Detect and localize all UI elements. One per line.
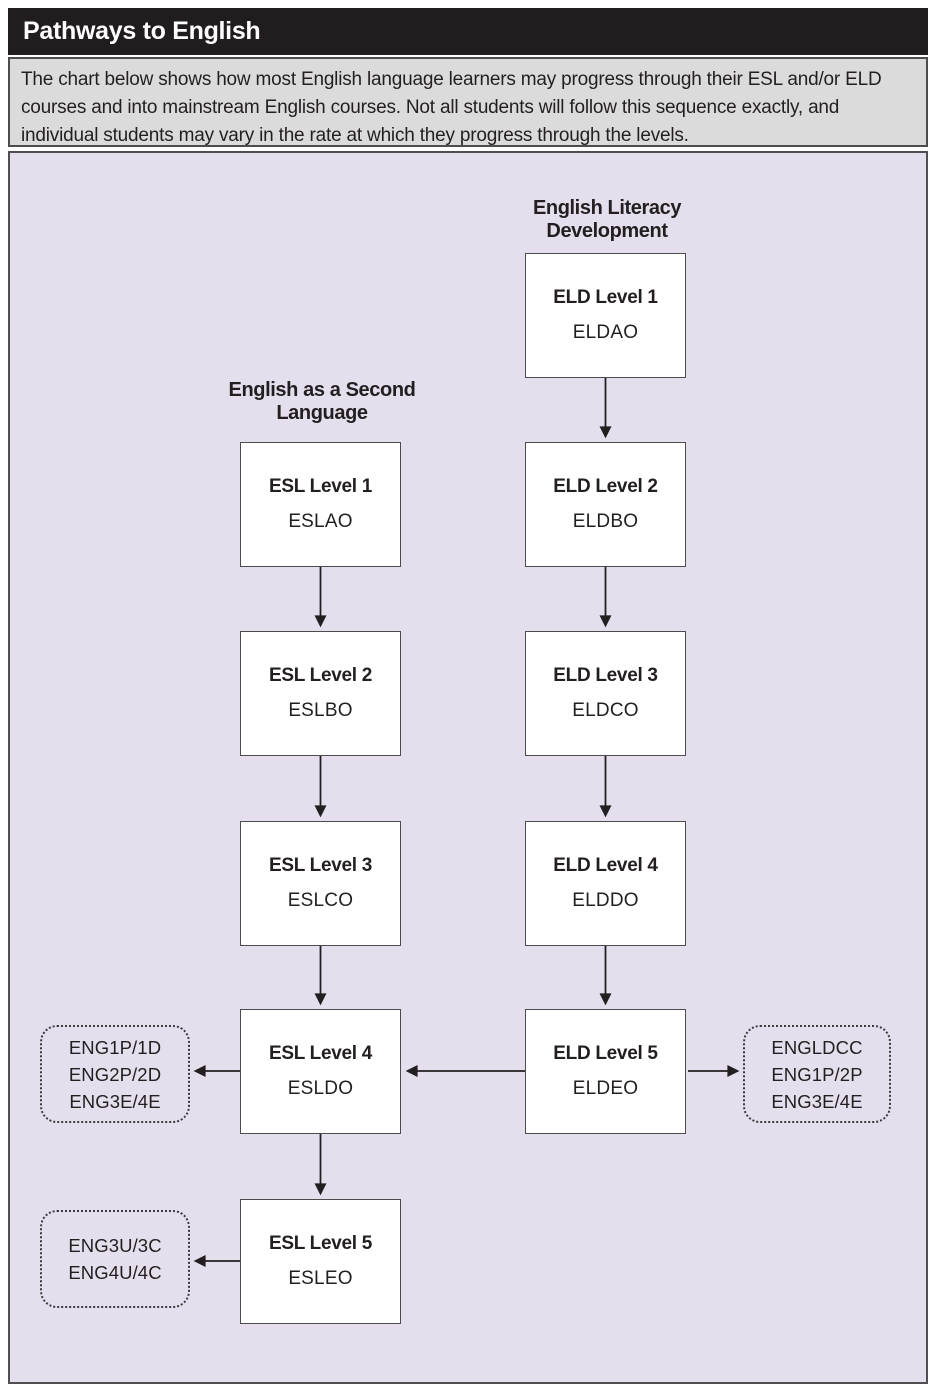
- eld-level-4-node: ELD Level 4 ELDDO: [525, 821, 686, 946]
- page-title-bar: Pathways to English: [8, 8, 928, 55]
- node-title: ELD Level 5: [553, 1043, 658, 1064]
- flowchart-area: English Literacy Development English as …: [8, 151, 928, 1384]
- esl-level-1-node: ESL Level 1 ESLAO: [240, 442, 401, 567]
- node-title: ELD Level 3: [553, 665, 658, 686]
- node-title: ESL Level 4: [268, 1043, 373, 1064]
- course-code: ESLAO: [288, 511, 353, 532]
- course-line: ENGLDCC: [771, 1036, 863, 1058]
- eld-level-3-node: ELD Level 3 ELDCO: [525, 631, 686, 756]
- mainstream-courses-from-esl5: ENG3U/3C ENG4U/4C: [40, 1210, 190, 1308]
- course-code: ESLBO: [288, 700, 353, 721]
- course-line: ENG2P/2D: [68, 1063, 162, 1085]
- mainstream-courses-from-esl4: ENG1P/1D ENG2P/2D ENG3E/4E: [40, 1025, 190, 1123]
- node-title: ESL Level 1: [268, 476, 373, 497]
- course-code: ESLDO: [287, 1078, 354, 1099]
- esl-level-3-node: ESL Level 3 ESLCO: [240, 821, 401, 946]
- course-line: ENG3U/3C: [68, 1235, 162, 1256]
- node-title: ESL Level 3: [268, 855, 373, 876]
- esl-column-header: English as a Second Language: [228, 379, 416, 424]
- course-line: ENG4U/4C: [68, 1262, 162, 1283]
- mainstream-courses-from-eld5: ENGLDCC ENG1P/2P ENG3E/4E: [743, 1025, 891, 1123]
- course-code: ELDAO: [572, 322, 639, 343]
- page-title: Pathways to English: [23, 17, 261, 45]
- esl-level-4-node: ESL Level 4 ESLDO: [240, 1009, 401, 1134]
- esl-level-2-node: ESL Level 2 ESLBO: [240, 631, 401, 756]
- node-title: ELD Level 1: [553, 287, 658, 308]
- flow-arrows: [193, 378, 740, 1267]
- course-line: ENG3E/4E: [69, 1090, 161, 1112]
- eld-level-1-node: ELD Level 1 ELDAO: [525, 253, 686, 378]
- eld-level-2-node: ELD Level 2 ELDBO: [525, 442, 686, 567]
- course-code: ESLCO: [287, 890, 354, 911]
- course-code: ELDBO: [572, 511, 639, 532]
- course-code: ELDCO: [572, 700, 639, 721]
- course-code: ELDEO: [572, 1078, 639, 1099]
- course-line: ENG1P/2P: [771, 1063, 863, 1085]
- eld-column-header: English Literacy Development: [532, 197, 682, 242]
- node-title: ESL Level 2: [268, 665, 373, 686]
- course-code: ESLEO: [288, 1268, 353, 1289]
- node-title: ESL Level 5: [268, 1233, 373, 1254]
- node-title: ELD Level 4: [553, 855, 658, 876]
- description-box: The chart below shows how most English l…: [8, 57, 928, 147]
- course-line: ENG3E/4E: [771, 1090, 863, 1112]
- page: Pathways to English The chart below show…: [8, 8, 928, 1384]
- course-line: ENG1P/1D: [68, 1036, 162, 1058]
- course-code: ELDDO: [572, 890, 639, 911]
- eld-level-5-node: ELD Level 5 ELDEO: [525, 1009, 686, 1134]
- description-text: The chart below shows how most English l…: [21, 69, 882, 146]
- node-title: ELD Level 2: [553, 476, 658, 497]
- esl-level-5-node: ESL Level 5 ESLEO: [240, 1199, 401, 1324]
